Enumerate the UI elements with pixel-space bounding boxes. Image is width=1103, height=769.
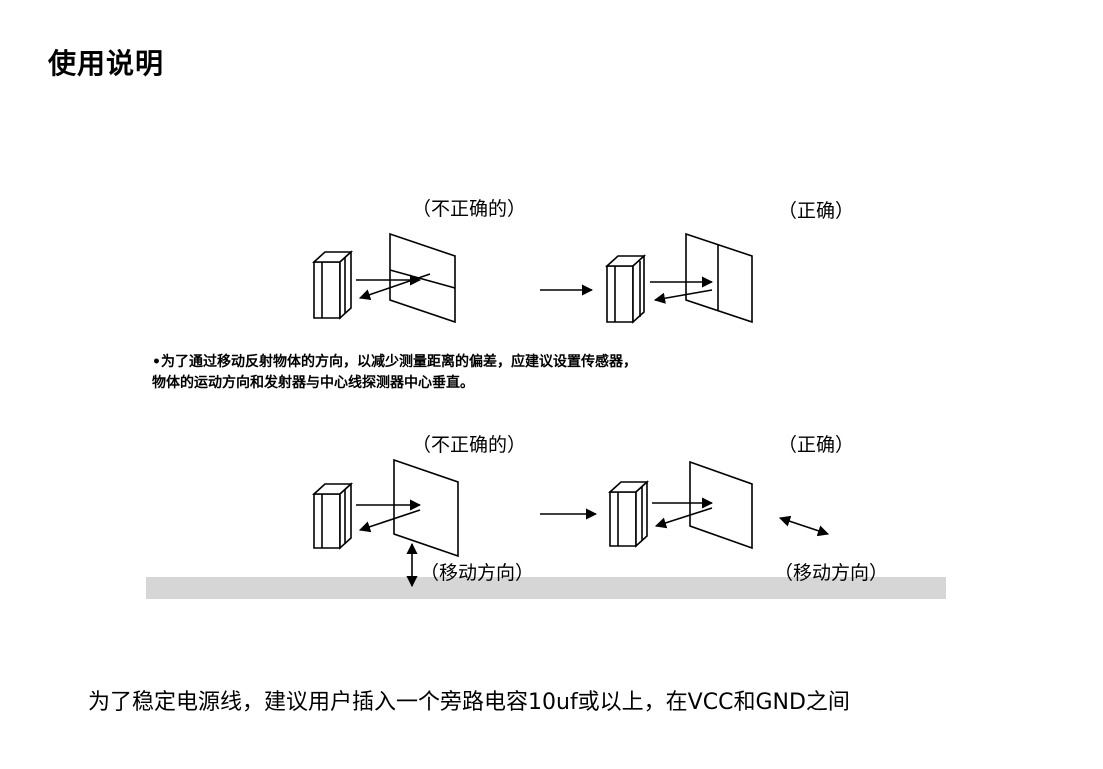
bottom-right-diagonal-move-arrow [778, 515, 830, 537]
page-title: 使用说明 [48, 47, 165, 80]
bottom-right-sensor [607, 480, 650, 548]
top-left-split-line [389, 269, 456, 289]
top-right-reflector [685, 232, 753, 324]
bottom-left-return-arrow [358, 509, 421, 533]
instruction-text: •为了通过移动反射物体的方向，以减少测量距离的偏差，应建议设置传感器， 物体的运… [152, 352, 872, 394]
instruction-line-2: 物体的运动方向和发射器与中心线探测器中心垂直。 [152, 375, 474, 391]
bottom-right-return-arrow [654, 507, 713, 529]
move-direction-label-left: （移动方向） [420, 562, 535, 584]
top-right-return-arrow [653, 289, 713, 304]
ground-strip [146, 577, 946, 599]
bottom-correct-label: （正确） [778, 434, 855, 456]
footer-note: 为了稳定电源线，建议用户插入一个旁路电容10uf或以上，在VCC和GND之间 [88, 690, 850, 715]
top-correct-label: （正确） [778, 200, 855, 222]
top-left-reflector [389, 232, 456, 324]
top-right-sensor [604, 254, 647, 324]
move-direction-label-right: （移动方向） [774, 562, 889, 584]
bottom-incorrect-label: （不正确的） [412, 434, 527, 456]
instruction-line-1: •为了通过移动反射物体的方向，以减少测量距离的偏差，应建议设置传感器， [152, 354, 637, 370]
bottom-left-sensor [311, 482, 354, 550]
top-left-sensor [311, 250, 354, 320]
bottom-right-reflector [689, 460, 753, 550]
bottom-left-reflector [393, 458, 459, 558]
top-incorrect-label: （不正确的） [412, 198, 527, 220]
top-left-return-arrow [358, 273, 431, 301]
